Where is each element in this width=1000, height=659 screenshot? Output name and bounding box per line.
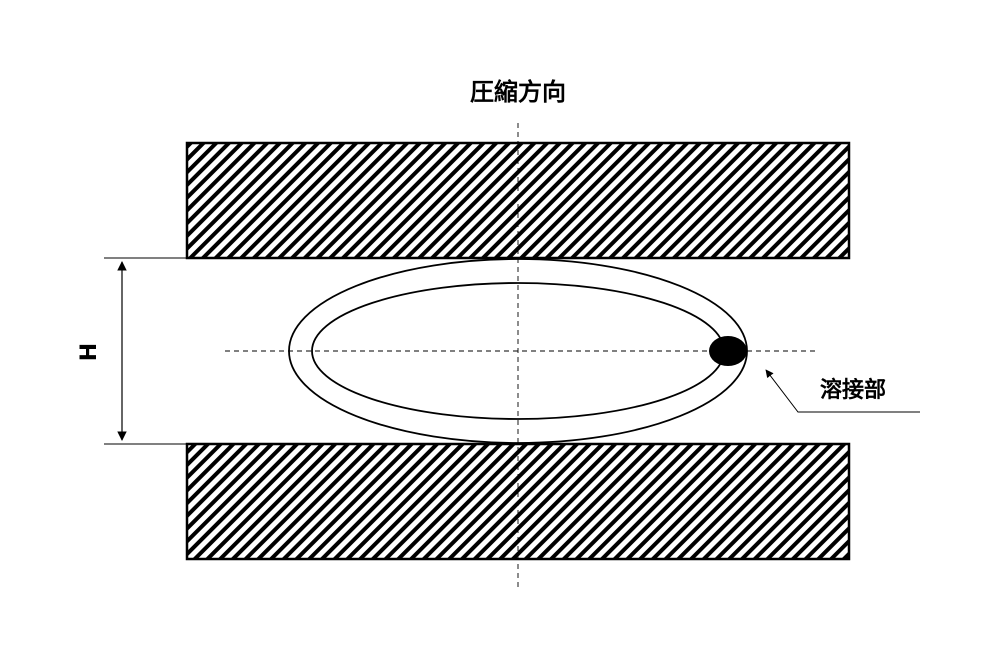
height-label: H — [77, 343, 102, 361]
compression-direction-label: 圧縮方向 — [470, 78, 566, 106]
weld-spot — [709, 336, 747, 366]
weld-leader-line — [765, 369, 920, 413]
weld-label: 溶接部 — [820, 377, 886, 403]
